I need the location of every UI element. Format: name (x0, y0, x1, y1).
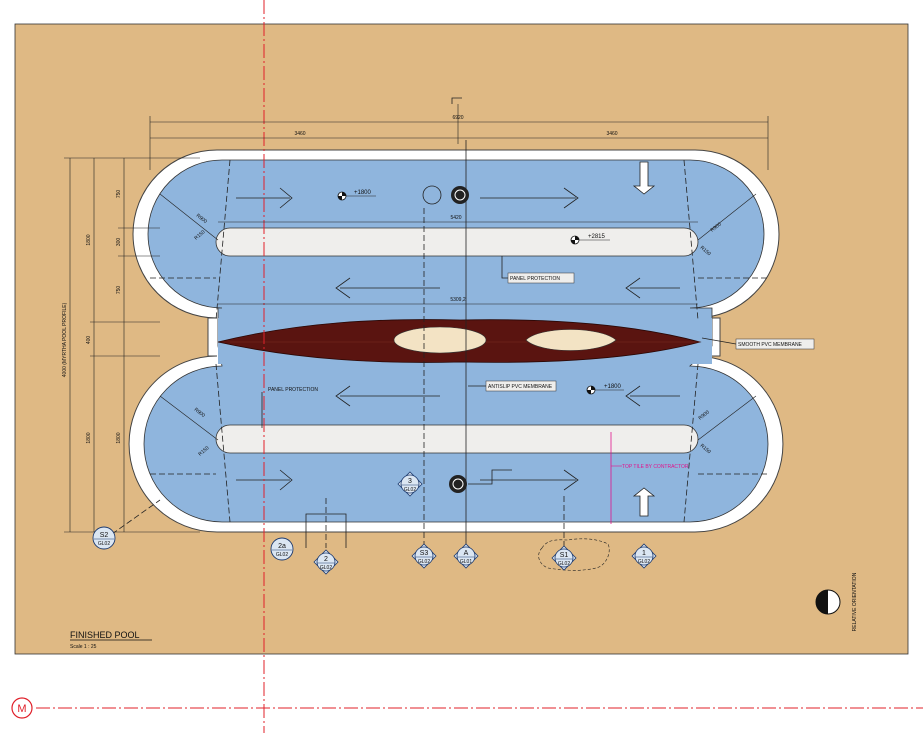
callout-panel-protection-bottom: PANEL PROTECTION (261, 387, 318, 428)
svg-text:3: 3 (408, 478, 412, 485)
dimension-left: 4000 (MYRTHA POOL PROFILE) 1800 750 300 … (62, 157, 200, 533)
dim-1800-b: 1800 (86, 432, 92, 443)
island-top (215, 227, 699, 257)
flow-arrows (236, 161, 680, 517)
svg-text:GL02: GL02 (558, 561, 570, 567)
svg-text:GL02: GL02 (276, 552, 288, 558)
section-marker-A[interactable]: A GL01 (453, 543, 479, 569)
island-bottom (215, 424, 699, 454)
level-island-value: +2815 (588, 234, 606, 240)
svg-text:GL02: GL02 (404, 487, 416, 493)
drain-bottom (449, 469, 512, 493)
drawing-title: FINISHED POOL Scale 1 : 25 (70, 630, 152, 650)
dim-half-right: 3460 (606, 131, 617, 137)
dim-half-left: 3460 (294, 131, 305, 137)
lane-dash-lines (150, 159, 770, 523)
dim-750-b: 750 (116, 286, 122, 295)
callout-smooth-pvc: SMOOTH PVC MEMBRANE (701, 337, 815, 350)
svg-text:GL02: GL02 (98, 541, 110, 547)
dim-island-length: 5420 (450, 215, 461, 221)
svg-text:GL01: GL01 (460, 559, 472, 565)
grid-axis-label: M (17, 703, 26, 715)
svg-text:TOP TILE BY CONTRACTOR: TOP TILE BY CONTRACTOR (622, 464, 689, 470)
level-marker-bottom: +1800 (586, 384, 624, 395)
dim-300: 300 (116, 238, 122, 247)
section-marker-3[interactable]: 3 GL02 (397, 471, 423, 497)
section-marker-2a[interactable]: 2a GL02 (270, 513, 347, 561)
dim-total-height: 4000 (MYRTHA POOL PROFILE) (62, 302, 68, 377)
level-top-value: +1800 (354, 190, 372, 196)
svg-text:1: 1 (642, 550, 646, 557)
drain-top (422, 185, 469, 205)
dim-1800-c: 1800 (116, 432, 122, 443)
svg-text:A: A (464, 550, 469, 557)
level-bottom-value: +1800 (604, 384, 622, 390)
callout-antislip-pvc: ANTISLIP PVC MEMBRANE (468, 380, 557, 392)
callout-panel-protection-top: PANEL PROTECTION (501, 256, 575, 284)
dim-400: 400 (86, 336, 92, 345)
level-marker-top: +1800 (337, 190, 376, 201)
level-marker-island: +2815 (570, 234, 610, 245)
dimension-top: 6920 3460 3460 5420 5309,2 (149, 97, 769, 305)
section-marker-S1[interactable]: S1 GL02 (538, 538, 610, 571)
smooth-membrane-strip (217, 319, 702, 363)
svg-text:S1: S1 (560, 552, 569, 559)
section-marker-2[interactable]: 2 GL02 (313, 549, 339, 575)
orientation-label: RELATIVE ORIENTATION (852, 572, 858, 631)
svg-text:PANEL PROTECTION: PANEL PROTECTION (510, 276, 560, 282)
svg-text:SMOOTH PVC MEMBRANE: SMOOTH PVC MEMBRANE (738, 342, 803, 348)
dim-750-a: 750 (116, 190, 122, 199)
section-marker-S2[interactable]: S2 GL02 (92, 499, 161, 550)
orientation-symbol: RELATIVE ORIENTATION (815, 572, 858, 631)
svg-text:GL02: GL02 (320, 565, 332, 571)
section-marker-S3[interactable]: S3 GL02 (411, 543, 437, 569)
svg-text:PANEL PROTECTION: PANEL PROTECTION (268, 387, 318, 393)
svg-text:ANTISLIP PVC MEMBRANE: ANTISLIP PVC MEMBRANE (488, 384, 553, 390)
svg-text:2: 2 (324, 556, 328, 563)
svg-text:S2: S2 (100, 532, 109, 539)
callout-top-tile: TOP TILE BY CONTRACTOR (610, 432, 689, 524)
dim-channel-length: 5309,2 (450, 297, 466, 303)
section-lines (325, 140, 565, 548)
dim-total-width: 6920 (452, 115, 463, 121)
dim-1800-a: 1800 (86, 234, 92, 245)
scale-text: Scale 1 : 25 (70, 644, 97, 650)
svg-text:GL02: GL02 (638, 559, 650, 565)
svg-text:2a: 2a (278, 543, 286, 550)
svg-text:S3: S3 (420, 550, 429, 557)
svg-text:GL02: GL02 (418, 559, 430, 565)
title-text: FINISHED POOL (70, 630, 140, 640)
section-marker-1[interactable]: 1 GL02 (631, 543, 657, 569)
